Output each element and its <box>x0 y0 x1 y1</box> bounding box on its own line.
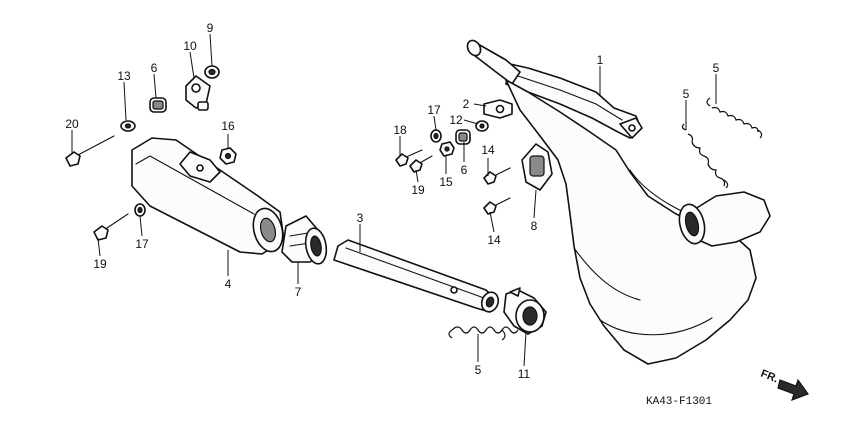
callout-7: 7 <box>295 285 302 299</box>
callout-13: 13 <box>117 69 131 83</box>
callout-20: 20 <box>65 117 79 131</box>
front-direction-label: FR. <box>759 368 780 386</box>
washer-9 <box>204 65 220 79</box>
grommet-6-left <box>149 97 167 113</box>
callout-17-mid: 17 <box>427 103 441 117</box>
callout-17-left: 17 <box>135 237 149 251</box>
bracket-10 <box>185 75 211 111</box>
callout-3: 3 <box>357 211 364 225</box>
part-rubber-mount <box>521 143 553 191</box>
callout-10: 10 <box>183 39 197 53</box>
washer-17-left <box>134 203 146 217</box>
bolt-14-lower <box>483 197 511 215</box>
washer-13 <box>120 120 136 132</box>
callout-1: 1 <box>597 53 604 67</box>
part-tail-pipe <box>333 239 500 313</box>
part-expansion-chamber <box>466 39 771 365</box>
collar-12 <box>475 120 489 132</box>
grommet-6-mid <box>455 129 471 145</box>
callout-6-mid: 6 <box>461 163 468 177</box>
callout-15: 15 <box>439 175 453 189</box>
callout-18: 18 <box>393 123 407 137</box>
callout-5-right-lower: 5 <box>683 87 690 101</box>
callout-2: 2 <box>463 97 470 111</box>
callout-6-left: 6 <box>151 61 158 75</box>
drawing-code: KA43-F1301 <box>646 396 712 408</box>
callout-16: 16 <box>221 119 235 133</box>
callout-19-left: 19 <box>93 257 107 271</box>
callout-9: 9 <box>207 21 214 35</box>
callout-5-right-upper: 5 <box>713 61 720 75</box>
callout-19-mid: 19 <box>411 183 425 197</box>
callout-8: 8 <box>531 219 538 233</box>
callout-14-lower: 14 <box>487 233 501 247</box>
spring-5-right-upper <box>706 97 763 139</box>
callout-11: 11 <box>518 367 531 381</box>
bolt-19-left <box>93 213 129 241</box>
callout-12: 12 <box>449 113 463 127</box>
hardware-group <box>65 65 511 241</box>
bolt-19-mid <box>409 155 433 173</box>
bolt-20 <box>65 135 115 167</box>
part-flange-clamp <box>503 287 547 335</box>
front-direction-indicator: FR. <box>759 368 809 402</box>
part-silencer <box>131 137 285 255</box>
spring-5-bottom <box>448 326 519 341</box>
part-joint-gasket <box>281 215 328 265</box>
callout-14-upper: 14 <box>481 143 495 157</box>
part-bracket <box>483 99 513 119</box>
callout-4: 4 <box>225 277 232 291</box>
bolt-14-upper <box>483 167 511 185</box>
bolt-18 <box>395 149 423 167</box>
washer-17-mid <box>430 129 442 143</box>
callout-labels: 1 2 3 4 5 5 5 6 6 7 8 9 10 11 12 13 14 1… <box>65 21 719 381</box>
callout-5-bottom: 5 <box>475 363 482 377</box>
front-arrow-icon <box>777 378 809 402</box>
nut-15 <box>439 141 455 157</box>
nut-16 <box>219 147 237 165</box>
spring-5-right-lower <box>681 123 729 189</box>
leader-lines <box>71 33 717 367</box>
